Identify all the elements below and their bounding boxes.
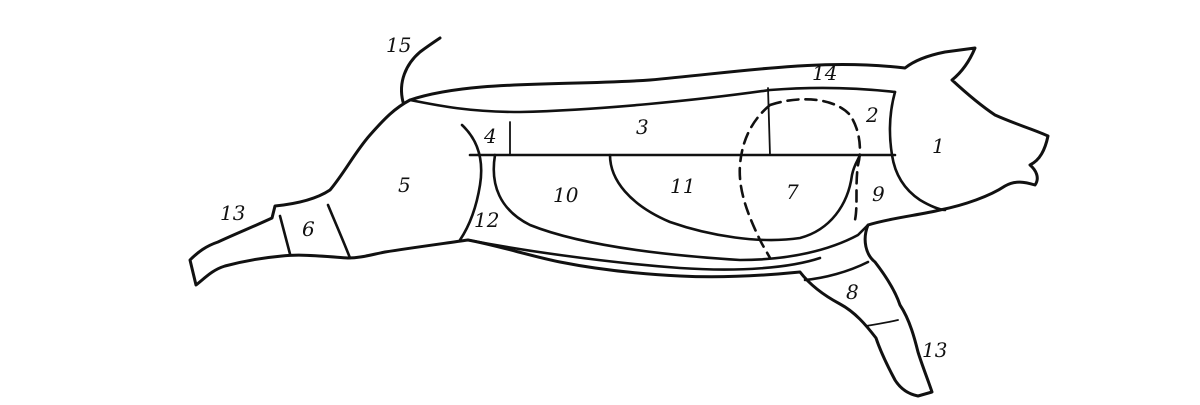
- hindleg-line-a: [278, 214, 292, 256]
- label-15: 15: [386, 33, 411, 57]
- label-8: 8: [846, 280, 859, 304]
- label-9: 9: [872, 182, 885, 206]
- label-1: 1: [932, 134, 945, 158]
- brisket-arc: [608, 153, 862, 242]
- body-outline: [188, 46, 1050, 398]
- head-boundary: [888, 90, 947, 212]
- belly-lower-line: [466, 238, 822, 271]
- tail: [400, 36, 442, 104]
- label-10: 10: [553, 183, 579, 207]
- label-13-fore: 13: [922, 338, 947, 362]
- label-6: 6: [302, 217, 315, 241]
- label-4: 4: [483, 124, 497, 148]
- section-2-divider: [767, 87, 771, 156]
- label-2: 2: [865, 103, 879, 127]
- label-14: 14: [812, 61, 837, 85]
- label-12: 12: [474, 208, 499, 232]
- foreleg-upper-line: [803, 260, 870, 282]
- loin-top-line: [408, 86, 897, 114]
- hindleg-line-b: [326, 203, 352, 260]
- label-13-hind: 13: [220, 201, 245, 225]
- label-11: 11: [670, 174, 695, 198]
- shoulder-blade-outline: [738, 98, 862, 260]
- foreleg-lower-line: [865, 319, 899, 327]
- ham-boundary: [458, 123, 483, 242]
- belly-outer-line: [492, 153, 870, 262]
- label-3: 3: [636, 115, 649, 139]
- label-7: 7: [786, 180, 799, 204]
- label-5: 5: [398, 173, 411, 197]
